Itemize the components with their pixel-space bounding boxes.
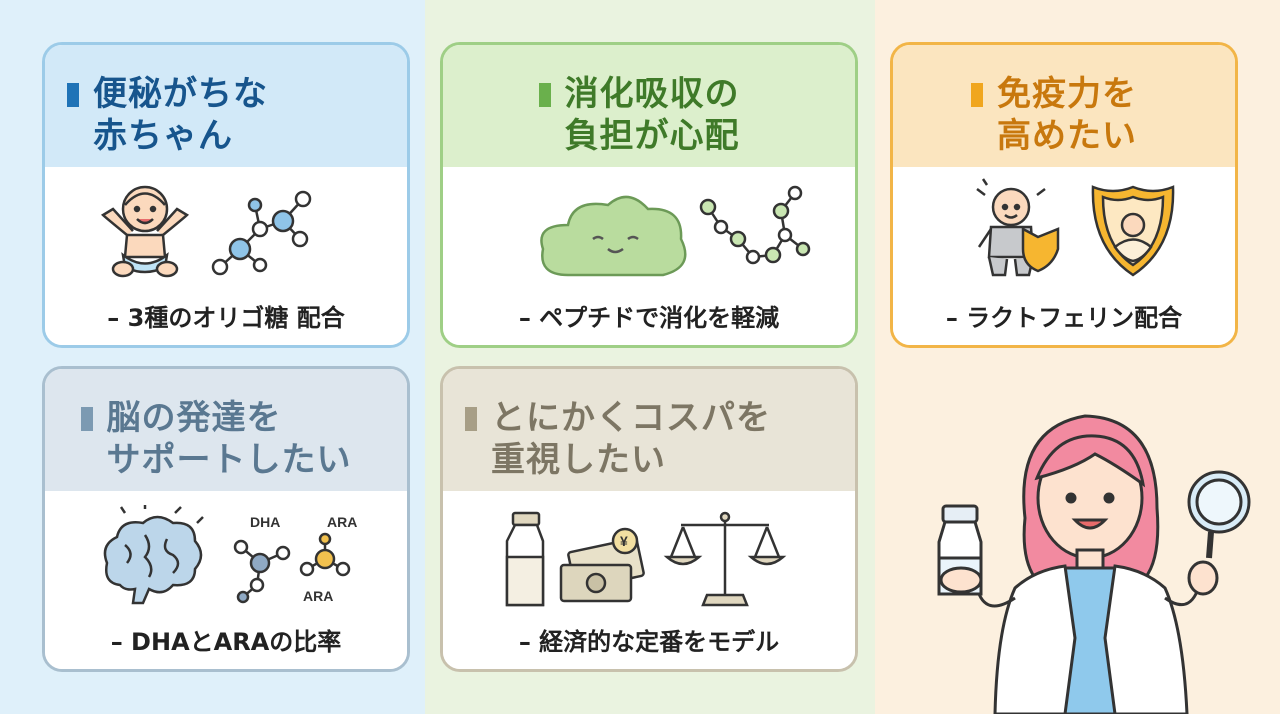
baby-icon	[100, 185, 190, 278]
card-constipation: 便秘がちな 赤ちゃん	[42, 42, 410, 348]
card-title: とにかくコスパを 重視したい	[491, 398, 771, 480]
peptide-chain-icon	[699, 185, 811, 265]
card-header: 免疫力を 高めたい	[893, 45, 1235, 167]
dha-ara-molecule-icon	[233, 532, 351, 604]
card-caption: – 3種のオリゴ糖 配合	[107, 304, 345, 332]
card-caption: – 経済的な定番をモデル	[518, 628, 780, 656]
ara-label: ARA	[327, 514, 357, 530]
ara-label: ARA	[303, 588, 333, 604]
title-marker	[67, 83, 79, 107]
shield-baby-icon	[1091, 185, 1175, 277]
title-marker	[80, 407, 93, 431]
card-title: 脳の発達を サポートしたい	[106, 398, 352, 480]
card-title: 免疫力を 高めたい	[997, 74, 1137, 156]
card-caption: – ペプチドで消化を軽減	[518, 304, 780, 332]
card-caption: – ラクトフェリン配合	[945, 304, 1183, 332]
card-immunity: 免疫力を 高めたい – ラクトフェリン配合	[890, 42, 1238, 348]
dha-label: DHA	[250, 514, 280, 530]
cloud-face-icon	[540, 195, 687, 277]
card-body: DHA ARA ARA – DHAとARAの比率	[45, 491, 407, 669]
milk-bottle-icon	[505, 511, 545, 607]
armored-baby-icon	[976, 178, 1060, 277]
doctor-illustration	[937, 414, 1251, 714]
balance-scale-icon	[663, 511, 787, 607]
card-body: ¥ – 経済的な定番をモデル	[443, 491, 855, 669]
title-marker	[538, 83, 551, 107]
card-header: 脳の発達を サポートしたい	[45, 369, 407, 491]
card-illustration	[100, 185, 312, 278]
card-body: – 3種のオリゴ糖 配合	[45, 167, 407, 345]
card-title: 便秘がちな 赤ちゃん	[93, 74, 268, 156]
title-marker	[465, 407, 477, 431]
molecule-icon	[211, 190, 312, 276]
card-body: – ペプチドで消化を軽減	[443, 167, 855, 345]
card-illustration	[540, 185, 811, 277]
card-digestion: 消化吸収の 負担が心配	[440, 42, 858, 348]
card-cost: とにかくコスパを 重視したい ¥	[440, 366, 858, 672]
money-icon: ¥	[559, 527, 645, 603]
brain-icon	[103, 505, 204, 605]
card-illustration: DHA ARA ARA	[103, 505, 357, 605]
yen-label: ¥	[620, 533, 628, 549]
card-illustration	[976, 178, 1175, 277]
title-marker	[971, 83, 983, 107]
card-header: 消化吸収の 負担が心配	[443, 45, 855, 167]
card-header: 便秘がちな 赤ちゃん	[45, 45, 407, 167]
card-brain: 脳の発達を サポートしたい	[42, 366, 410, 672]
card-body: – ラクトフェリン配合	[893, 167, 1235, 345]
card-caption: – DHAとARAの比率	[110, 628, 342, 656]
card-title: 消化吸収の 負担が心配	[564, 74, 740, 156]
card-header: とにかくコスパを 重視したい	[443, 369, 855, 491]
card-illustration: ¥	[505, 511, 787, 607]
